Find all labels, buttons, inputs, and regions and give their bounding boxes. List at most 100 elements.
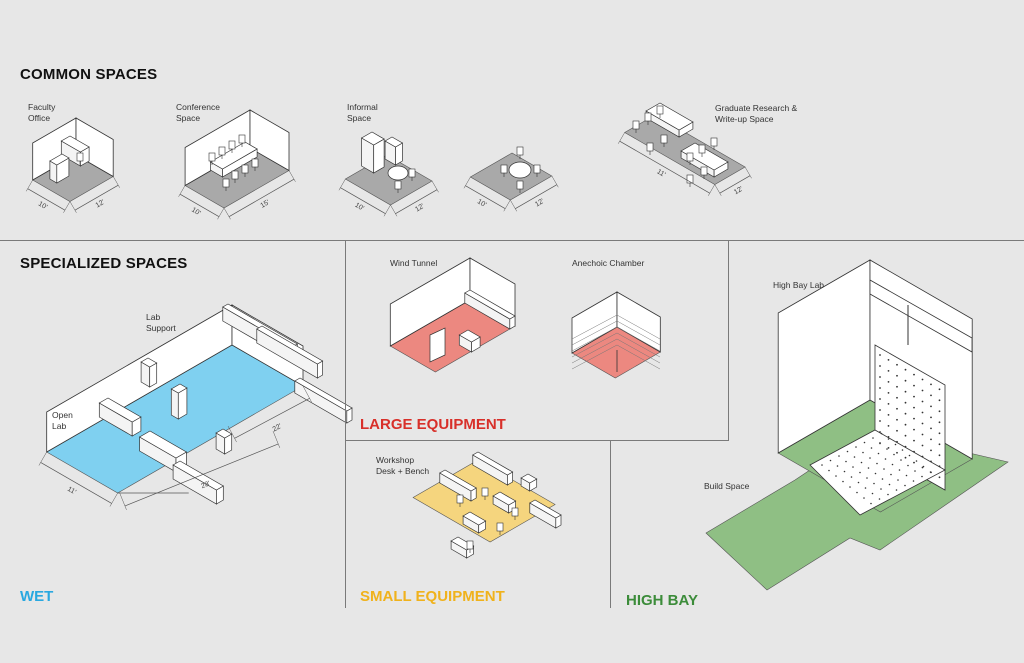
tie-down-dot bbox=[874, 472, 877, 475]
informal2-dim-a-line bbox=[465, 185, 506, 209]
tie-down-dot bbox=[879, 442, 881, 445]
tie-down-dot bbox=[938, 476, 941, 479]
tie-down-dot bbox=[913, 450, 915, 453]
tie-down-dot bbox=[904, 368, 907, 371]
tie-down-dot bbox=[900, 459, 902, 461]
tie-down-dot bbox=[859, 471, 861, 474]
wet-dim-c-label: 22' bbox=[272, 423, 283, 433]
tie-down-dot bbox=[867, 467, 870, 469]
tie-down-dot bbox=[914, 470, 916, 472]
anechoic-wedge-row bbox=[571, 338, 618, 364]
chair-icon bbox=[516, 180, 524, 190]
tie-down-dot bbox=[896, 385, 898, 388]
tie-down-dot bbox=[887, 381, 890, 383]
tie-down-dot bbox=[879, 387, 881, 389]
tie-down-dot bbox=[904, 445, 907, 448]
test-section-top bbox=[458, 329, 481, 343]
wet-dim-a-ext bbox=[109, 492, 118, 507]
tie-down-dot bbox=[887, 370, 890, 372]
tie-down-dot bbox=[887, 425, 890, 427]
tie-down-dot bbox=[849, 486, 851, 488]
chair-icon bbox=[76, 152, 84, 162]
tie-down-dot bbox=[913, 461, 915, 464]
wet-dim-c-ext bbox=[227, 425, 237, 443]
tie-down-dot bbox=[921, 475, 923, 478]
tie-down-dot bbox=[888, 483, 891, 486]
grad-chair-icon bbox=[660, 134, 668, 144]
tie-down-dot bbox=[930, 449, 932, 452]
grad-chair-icon bbox=[698, 144, 706, 154]
tie-down-dot bbox=[907, 464, 909, 467]
faculty-dim-a-line bbox=[27, 188, 66, 211]
tie-down-dot bbox=[896, 451, 898, 454]
conference-chair-icon bbox=[208, 152, 216, 162]
informal2-dim-b-label: 12' bbox=[534, 198, 545, 209]
label-line: Lab bbox=[146, 312, 161, 322]
tie-down-dot bbox=[904, 390, 907, 393]
label-line: Conference bbox=[176, 102, 220, 112]
wet-dim-a-label: 11' bbox=[66, 486, 77, 496]
anechoic-chamber-right-wall bbox=[616, 291, 661, 353]
high-bay-category-label: HIGH BAY bbox=[626, 592, 698, 609]
build-space-label: Build Space bbox=[704, 481, 750, 491]
label-line: Workshop bbox=[376, 455, 415, 465]
informal-dim-a-label: 10' bbox=[353, 202, 364, 213]
grad-dim-b-ext bbox=[744, 166, 752, 179]
tie-down-dot bbox=[897, 479, 899, 481]
tie-down-dot bbox=[877, 452, 880, 455]
conference-dim-b-line bbox=[228, 178, 295, 217]
conference-dim-a-ext bbox=[178, 185, 186, 197]
tie-down-dot bbox=[857, 481, 860, 484]
tie-down-dot bbox=[863, 497, 865, 499]
tie-down-dot bbox=[930, 460, 932, 463]
chair-icon bbox=[394, 180, 402, 190]
conference-chair-icon bbox=[228, 140, 236, 150]
tie-down-dot bbox=[930, 416, 932, 419]
grad-dim-a-ext bbox=[617, 132, 625, 144]
tie-down-dot bbox=[893, 453, 895, 456]
label-line: Graduate Research & bbox=[715, 103, 798, 113]
tie-down-dot bbox=[895, 489, 898, 491]
tie-down-dot bbox=[904, 423, 907, 426]
tie-down-dot bbox=[866, 477, 868, 479]
tie-down-dot bbox=[921, 400, 924, 403]
informal-dim-b-ext bbox=[431, 180, 439, 193]
tie-down-dot bbox=[904, 401, 907, 404]
tie-down-dot bbox=[896, 396, 898, 399]
sink-counter-top bbox=[384, 136, 404, 148]
tie-down-dot bbox=[913, 428, 915, 431]
tie-down-dot bbox=[896, 429, 898, 432]
tie-down-dot bbox=[930, 383, 932, 386]
tie-down-dot bbox=[901, 449, 904, 451]
tie-down-dot bbox=[904, 434, 907, 437]
tie-down-dot bbox=[915, 460, 918, 462]
faculty-dim-b-ext bbox=[113, 176, 120, 188]
tie-down-dot bbox=[930, 438, 932, 441]
informal-dim-b-line bbox=[395, 189, 438, 214]
tie-down-dot bbox=[938, 399, 941, 402]
tie-down-dot bbox=[938, 432, 941, 435]
tie-down-dot bbox=[860, 461, 863, 464]
workbench-top bbox=[520, 473, 538, 484]
round-table bbox=[387, 165, 409, 181]
tie-down-dot bbox=[836, 465, 839, 467]
grad-chair-icon bbox=[656, 105, 664, 115]
grad-dim-b-line bbox=[719, 175, 751, 194]
grad-chair-icon bbox=[710, 137, 718, 147]
tie-down-dot bbox=[921, 455, 924, 458]
label-line: Faculty bbox=[28, 102, 56, 112]
tie-down-dot bbox=[853, 456, 856, 458]
informal-dim-a-ext bbox=[383, 204, 391, 217]
label-line: Lab bbox=[52, 421, 67, 431]
tie-down-dot bbox=[913, 373, 915, 376]
anechoic-wedge-row bbox=[616, 326, 661, 352]
tie-down-dot bbox=[913, 439, 915, 442]
conference-dim-a-label: 10' bbox=[190, 207, 201, 218]
strong-floor bbox=[809, 429, 946, 516]
tie-down-dot bbox=[846, 450, 849, 453]
informal-dim-a-line bbox=[340, 187, 386, 214]
